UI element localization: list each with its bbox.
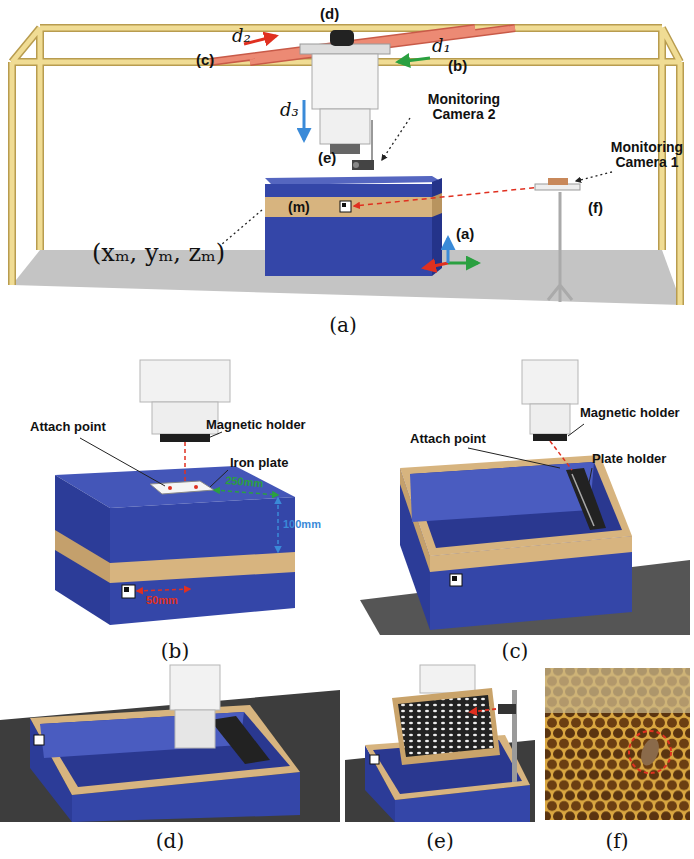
callout-label: (a) [456,226,474,243]
hive-side [432,178,442,276]
comb-photo [545,668,690,820]
axis-x [424,263,448,268]
leader-line [468,448,560,468]
leader-line [382,118,410,160]
panel-caption: (c) [490,640,540,662]
gripper-body [530,404,570,434]
panel-caption: (e) [415,830,465,852]
gripper-body [170,665,220,710]
capped-cells [545,668,690,713]
axis-y [448,262,478,265]
magnetic-holder [160,434,210,442]
plate-holder [566,468,606,530]
gripper-body [522,360,578,404]
part-label: Monitoring Camera 1 [600,140,694,171]
axis-label: d₁ [432,36,451,56]
part-label: Monitoring Camera 2 [404,92,524,123]
camera-lens [353,162,359,168]
part-label: Attach point [30,420,106,434]
hive-interior [40,712,290,787]
hive-rim [400,455,632,556]
attach-dot [168,486,172,490]
callout-label: (d) [320,6,339,23]
frame-comb [398,695,494,757]
leader-line [576,172,612,181]
camera [548,178,568,185]
leader-line [568,424,584,436]
fiducial-marker [452,576,457,581]
highlight-circle [629,731,671,773]
sight-line [470,709,496,712]
hive-frame [392,688,500,765]
axis-z [447,238,450,263]
gripper-body [320,109,370,144]
attach-dot [194,485,198,489]
part-label: Iron plate [230,456,289,470]
motor [330,30,354,46]
wood-band [55,530,110,583]
coordinate-label: (xₘ, yₘ, zₘ) [92,240,225,266]
panel-caption: (f) [592,830,642,852]
motion-arrow [398,58,430,62]
dimension-label: 50mm [146,594,178,606]
hive-front [265,184,432,276]
fiducial-marker [124,587,129,592]
fiducial-marker [450,574,462,586]
gripper-body [175,710,215,748]
panel-caption: (b) [150,640,200,662]
gantry-frame [12,28,680,305]
hive-top [265,176,442,185]
leader-line [208,432,222,438]
callout-label: (c) [196,52,214,69]
leader-line [222,210,262,244]
leader-line [588,468,592,488]
gripper-body [312,54,378,109]
callout-label: (e) [318,150,336,167]
dimension-line [277,498,279,552]
motion-arrow [303,100,306,140]
camera [498,704,516,714]
axis-label: d₃ [280,100,299,120]
panel-caption: (d) [145,830,195,852]
callout-label: (m) [288,200,310,215]
hive-side [55,475,110,625]
hive-rim [30,705,300,795]
magnetic-holder [533,434,567,441]
fiducial-marker [340,201,351,212]
dimension-line [137,589,190,591]
camera-stand [512,690,517,782]
part-label: Magnetic holder [206,418,306,432]
camera-stand [548,192,572,302]
camera [352,160,374,170]
callout-label: (f) [588,200,603,217]
fiducial-marker [342,203,346,207]
bee [638,736,663,768]
gantry-frame [12,28,680,305]
camera-bracket [371,120,373,160]
hive-interior [410,462,622,548]
part-label: Magnetic holder [580,406,680,420]
callout-label: (b) [448,58,467,75]
plate-holder [572,474,594,526]
fiducial-marker [34,735,44,745]
alignment-line [184,442,186,484]
gripper-body [140,360,230,402]
wood-band [110,552,295,583]
dimension-line [214,490,278,495]
gripper-body [420,665,475,693]
hive-front [110,497,295,625]
panel-caption: (a) [318,314,368,336]
sight-line [354,186,552,206]
axis-label: d₂ [232,26,251,46]
part-label: Plate holder [592,452,666,466]
fiducial-marker [370,755,379,764]
part-label: Attach point [410,432,486,446]
dimension-label: 100mm [283,518,321,530]
plate-holder [210,716,270,764]
dimension-label: 250mm [225,474,264,489]
fiducial-marker [122,585,135,598]
alignment-line [550,441,572,470]
leader-line [80,438,165,486]
